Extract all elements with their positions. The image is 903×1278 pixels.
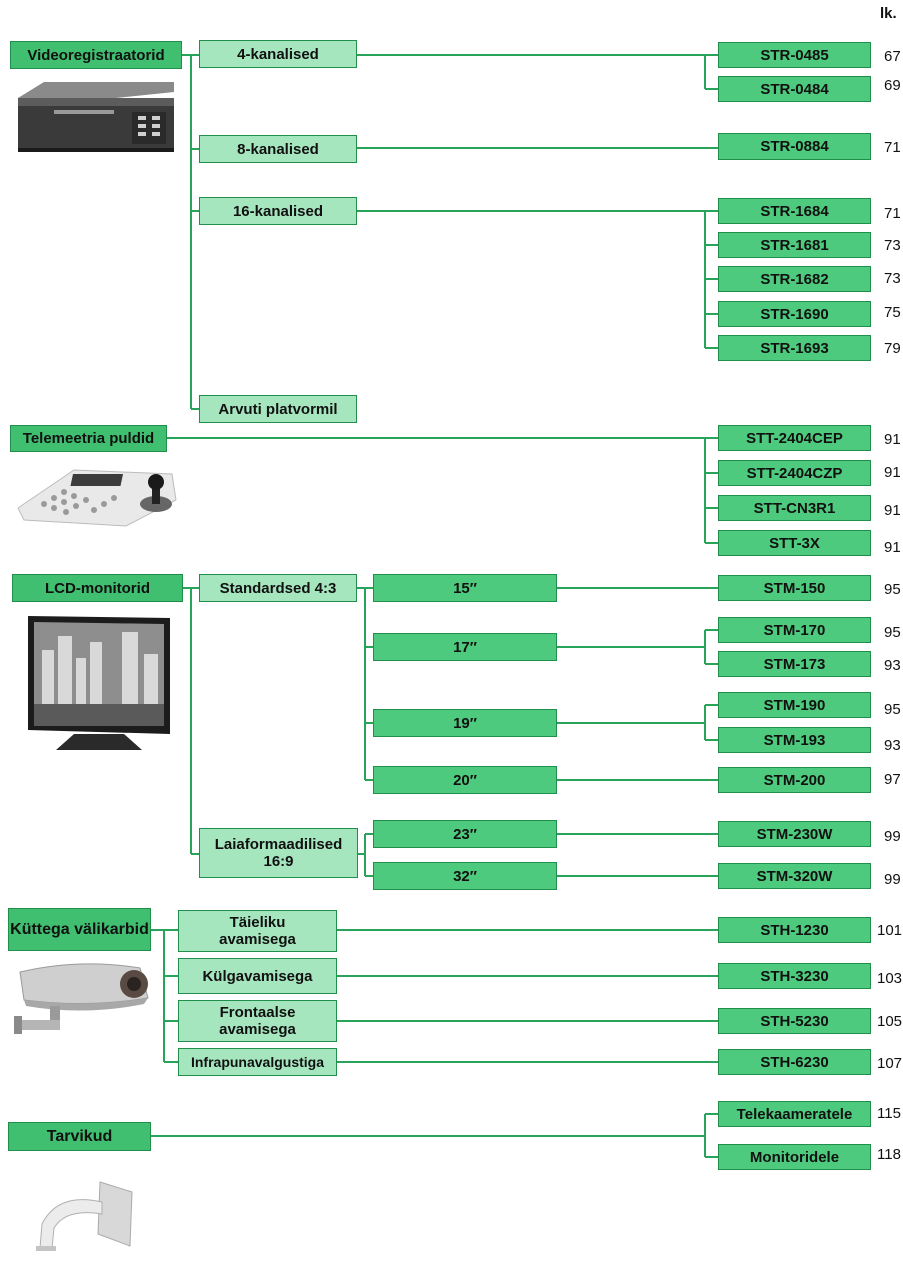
page-number: 71 [884,139,901,156]
page-number: 71 [884,205,901,222]
subgroup-frontaalse-avamisega: Frontaalse avamisega [178,1000,337,1042]
page-number: 95 [884,581,901,598]
product-box: STR-0484 [718,76,871,102]
page-number: 107 [877,1055,903,1072]
product-box: STR-1684 [718,198,871,224]
subgroup-arvuti-platvormil: Arvuti platvormil [199,395,357,423]
size-15: 15″ [373,574,557,602]
page-number: 75 [884,304,901,321]
page-number: 95 [884,701,901,718]
product-box: Monitoridele [718,1144,871,1170]
subgroup-laiaformaadilised: Laiaformaadilised 16:9 [199,828,358,878]
size-20: 20″ [373,766,557,794]
page-number: 97 [884,771,901,788]
product-box: STM-320W [718,863,871,889]
product-box: STM-193 [718,727,871,753]
page-number: 79 [884,340,901,357]
page-number: 101 [877,922,903,939]
page-number: 73 [884,237,901,254]
product-box: STH-3230 [718,963,871,989]
product-box: STM-190 [718,692,871,718]
subgroup-standardsed: Standardsed 4:3 [199,574,357,602]
wall-mount-bracket-image [36,1181,133,1251]
page-number: 91 [884,431,901,448]
page-number: 93 [884,737,901,754]
subgroup-taieliku-avamisega: Täieliku avamisega [178,910,337,952]
product-box: STT-2404CZP [718,460,871,486]
page-number: 99 [884,828,901,845]
page-number: 93 [884,657,901,674]
product-box: STT-2404CEP [718,425,871,451]
product-box: STH-6230 [718,1049,871,1075]
category-lcd-monitorid: LCD-monitorid [12,574,183,602]
product-box: STH-1230 [718,917,871,943]
size-19: 19″ [373,709,557,737]
page-number: 105 [877,1013,903,1030]
camera-housing-image [14,963,149,1034]
product-box: STM-200 [718,767,871,793]
page-number: 115 [877,1105,901,1122]
category-tarvikud: Tarvikud [8,1122,151,1151]
size-17: 17″ [373,633,557,661]
product-box: STR-1690 [718,301,871,327]
product-box: STR-0485 [718,42,871,68]
page-number: 69 [884,77,901,94]
page-number: 67 [884,48,901,65]
subgroup-8-kanalised: 8-kanalised [199,135,357,163]
size-32: 32″ [373,862,557,890]
product-box: STT-CN3R1 [718,495,871,521]
product-box: Telekaameratele [718,1101,871,1127]
page-number: 73 [884,270,901,287]
category-telemeetria-puldid: Telemeetria puldid [10,425,167,452]
product-box: STR-0884 [718,133,871,160]
page-column-header: lk. [880,5,897,22]
ptz-keyboard-image [17,469,177,527]
page-number: 99 [884,871,901,888]
page-number: 95 [884,624,901,641]
product-box: STM-173 [718,651,871,677]
subgroup-kulgavamisega: Külgavamisega [178,958,337,994]
subgroup-infrapunavalgustiga: Infrapunavalgustiga [178,1048,337,1076]
product-box: STR-1682 [718,266,871,292]
product-box: STH-5230 [718,1008,871,1034]
page-number: 103 [877,970,903,987]
subgroup-4-kanalised: 4-kanalised [199,40,357,68]
size-23: 23″ [373,820,557,848]
page-number: 91 [884,502,901,519]
category-kuttega-valikarbid: Küttega välikarbid [8,908,151,951]
product-box: STR-1681 [718,232,871,258]
subgroup-16-kanalised: 16-kanalised [199,197,357,225]
page-number: 118 [877,1146,901,1163]
product-box: STM-150 [718,575,871,601]
dvr-recorder-image [18,82,174,152]
category-videoregistraatorid: Videoregistraatorid [10,41,182,69]
product-box: STM-230W [718,821,871,847]
product-box: STM-170 [718,617,871,643]
page-number: 91 [884,464,901,481]
product-box: STT-3X [718,530,871,556]
page-number: 91 [884,539,901,556]
lcd-monitor-image [28,616,170,750]
product-box: STR-1693 [718,335,871,361]
